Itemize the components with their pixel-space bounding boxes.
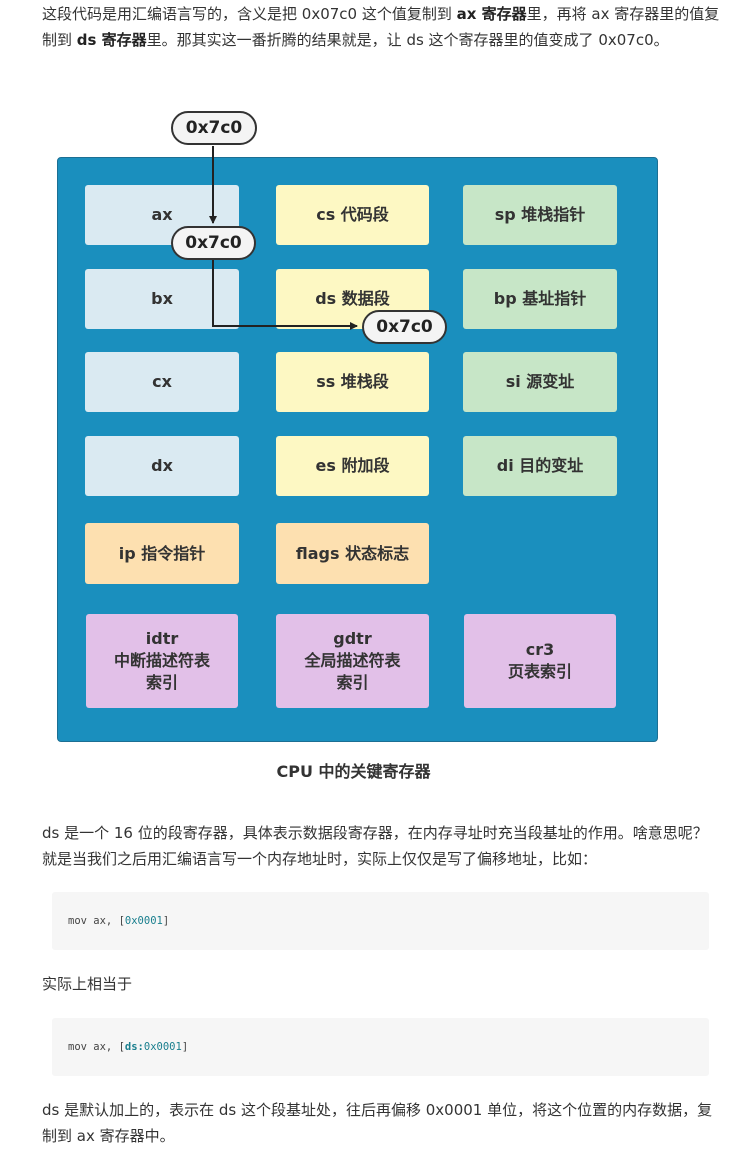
code2-segment: ds:: [124, 1041, 144, 1053]
paragraph-equivalent: 实际上相当于: [42, 975, 133, 993]
intro-text-3: 里。那其实这一番折腾的结果就是，让 ds 这个寄存器里的值变成了 0x07c0。: [146, 31, 669, 49]
register-dx: dx: [85, 436, 239, 496]
cpu-register-diagram: ax bx cx dx cs 代码段 ds 数据段 ss 堆栈段 es 附加段 …: [57, 111, 658, 781]
register-si: si 源变址: [463, 352, 617, 412]
register-di: di 目的变址: [463, 436, 617, 496]
register-sp: sp 堆栈指针: [463, 185, 617, 245]
intro-text-2: 里，再将 ax 寄存器里的值复制到: [42, 5, 720, 49]
code2-suffix: ]: [181, 1041, 189, 1053]
register-flags: flags 状态标志: [276, 523, 429, 584]
data-flow-arrows: [209, 146, 358, 330]
value-bubble-source: 0x7c0: [171, 111, 257, 145]
register-ip: ip 指令指针: [85, 523, 239, 584]
register-ss: ss 堆栈段: [276, 352, 429, 412]
code1-suffix: ]: [162, 915, 170, 927]
code2-prefix: mov ax, [: [68, 1041, 125, 1053]
code1-number: 0x0001: [124, 915, 163, 927]
paragraph-ds-default: ds 是默认加上的，表示在 ds 这个段基址处，往后再偏移 0x0001 单位，…: [42, 1101, 713, 1145]
register-cr3: cr3 页表索引: [464, 614, 616, 708]
paragraph-ds-explanation: ds 是一个 16 位的段寄存器，具体表示数据段寄存器，在内存寻址时充当段基址的…: [42, 824, 708, 868]
arrow-ax-to-ds: [212, 259, 358, 330]
intro-bold-ax: ax 寄存器: [456, 5, 527, 23]
intro-bold-ds: ds 寄存器: [76, 31, 147, 49]
code-block-2: mov ax, [ds:0x0001]: [52, 1018, 709, 1076]
value-bubble-ds: 0x7c0: [362, 310, 447, 344]
register-gdtr: gdtr 全局描述符表 索引: [276, 614, 429, 708]
code2-number: 0x0001: [143, 1041, 182, 1053]
register-idtr: idtr 中断描述符表 索引: [86, 614, 238, 708]
register-bp: bp 基址指针: [463, 269, 617, 329]
code-block-1: mov ax, [0x0001]: [52, 892, 709, 950]
code1-prefix: mov ax, [: [68, 915, 125, 927]
intro-text-1: 这段代码是用汇编语言写的，含义是把 0x07c0 这个值复制到: [42, 5, 457, 23]
value-bubble-ax: 0x7c0: [171, 226, 256, 260]
register-es: es 附加段: [276, 436, 429, 496]
diagram-caption: CPU 中的关键寄存器: [276, 762, 431, 781]
register-cx: cx: [85, 352, 239, 412]
register-cs: cs 代码段: [276, 185, 429, 245]
intro-paragraph: 这段代码是用汇编语言写的，含义是把 0x07c0 这个值复制到 ax 寄存器里，…: [42, 1, 722, 53]
